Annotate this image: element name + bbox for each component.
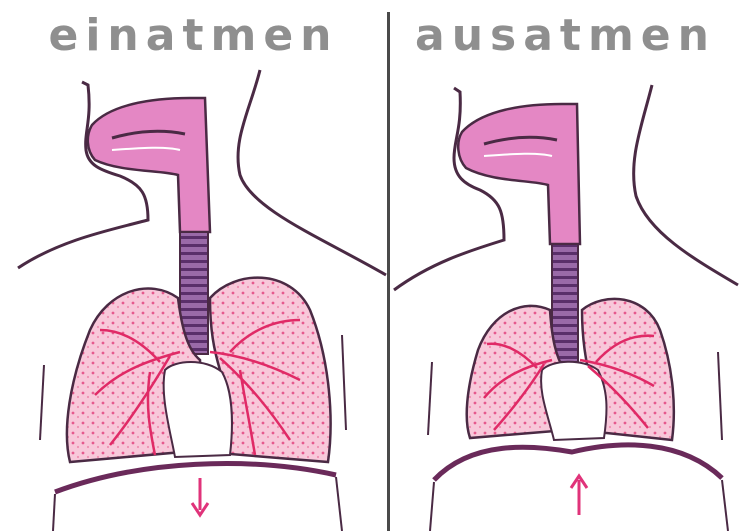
panel-exhale: ausatmen <box>392 0 739 531</box>
down-arrow-icon <box>192 478 208 515</box>
abdomen-line <box>430 482 434 531</box>
body-outline-back <box>238 70 386 275</box>
abdomen-line <box>53 494 55 531</box>
rib-line-left <box>40 365 44 440</box>
body-outline-back <box>634 85 738 285</box>
heart-space <box>164 362 232 457</box>
rib-line-right <box>342 335 346 430</box>
rib-line-left <box>428 362 432 435</box>
trachea <box>552 244 578 362</box>
up-arrow-icon <box>571 476 587 515</box>
inhale-illustration <box>0 0 387 531</box>
nasal-cavity <box>458 104 580 244</box>
abdomen-line-right <box>336 477 342 531</box>
diaphragm <box>434 445 722 480</box>
panel-divider <box>387 12 390 531</box>
diaphragm <box>55 464 336 492</box>
abdomen-line-right <box>722 480 728 531</box>
panel-inhale: einatmen <box>0 0 387 531</box>
exhale-illustration <box>392 0 739 531</box>
rib-line-right <box>718 352 722 440</box>
